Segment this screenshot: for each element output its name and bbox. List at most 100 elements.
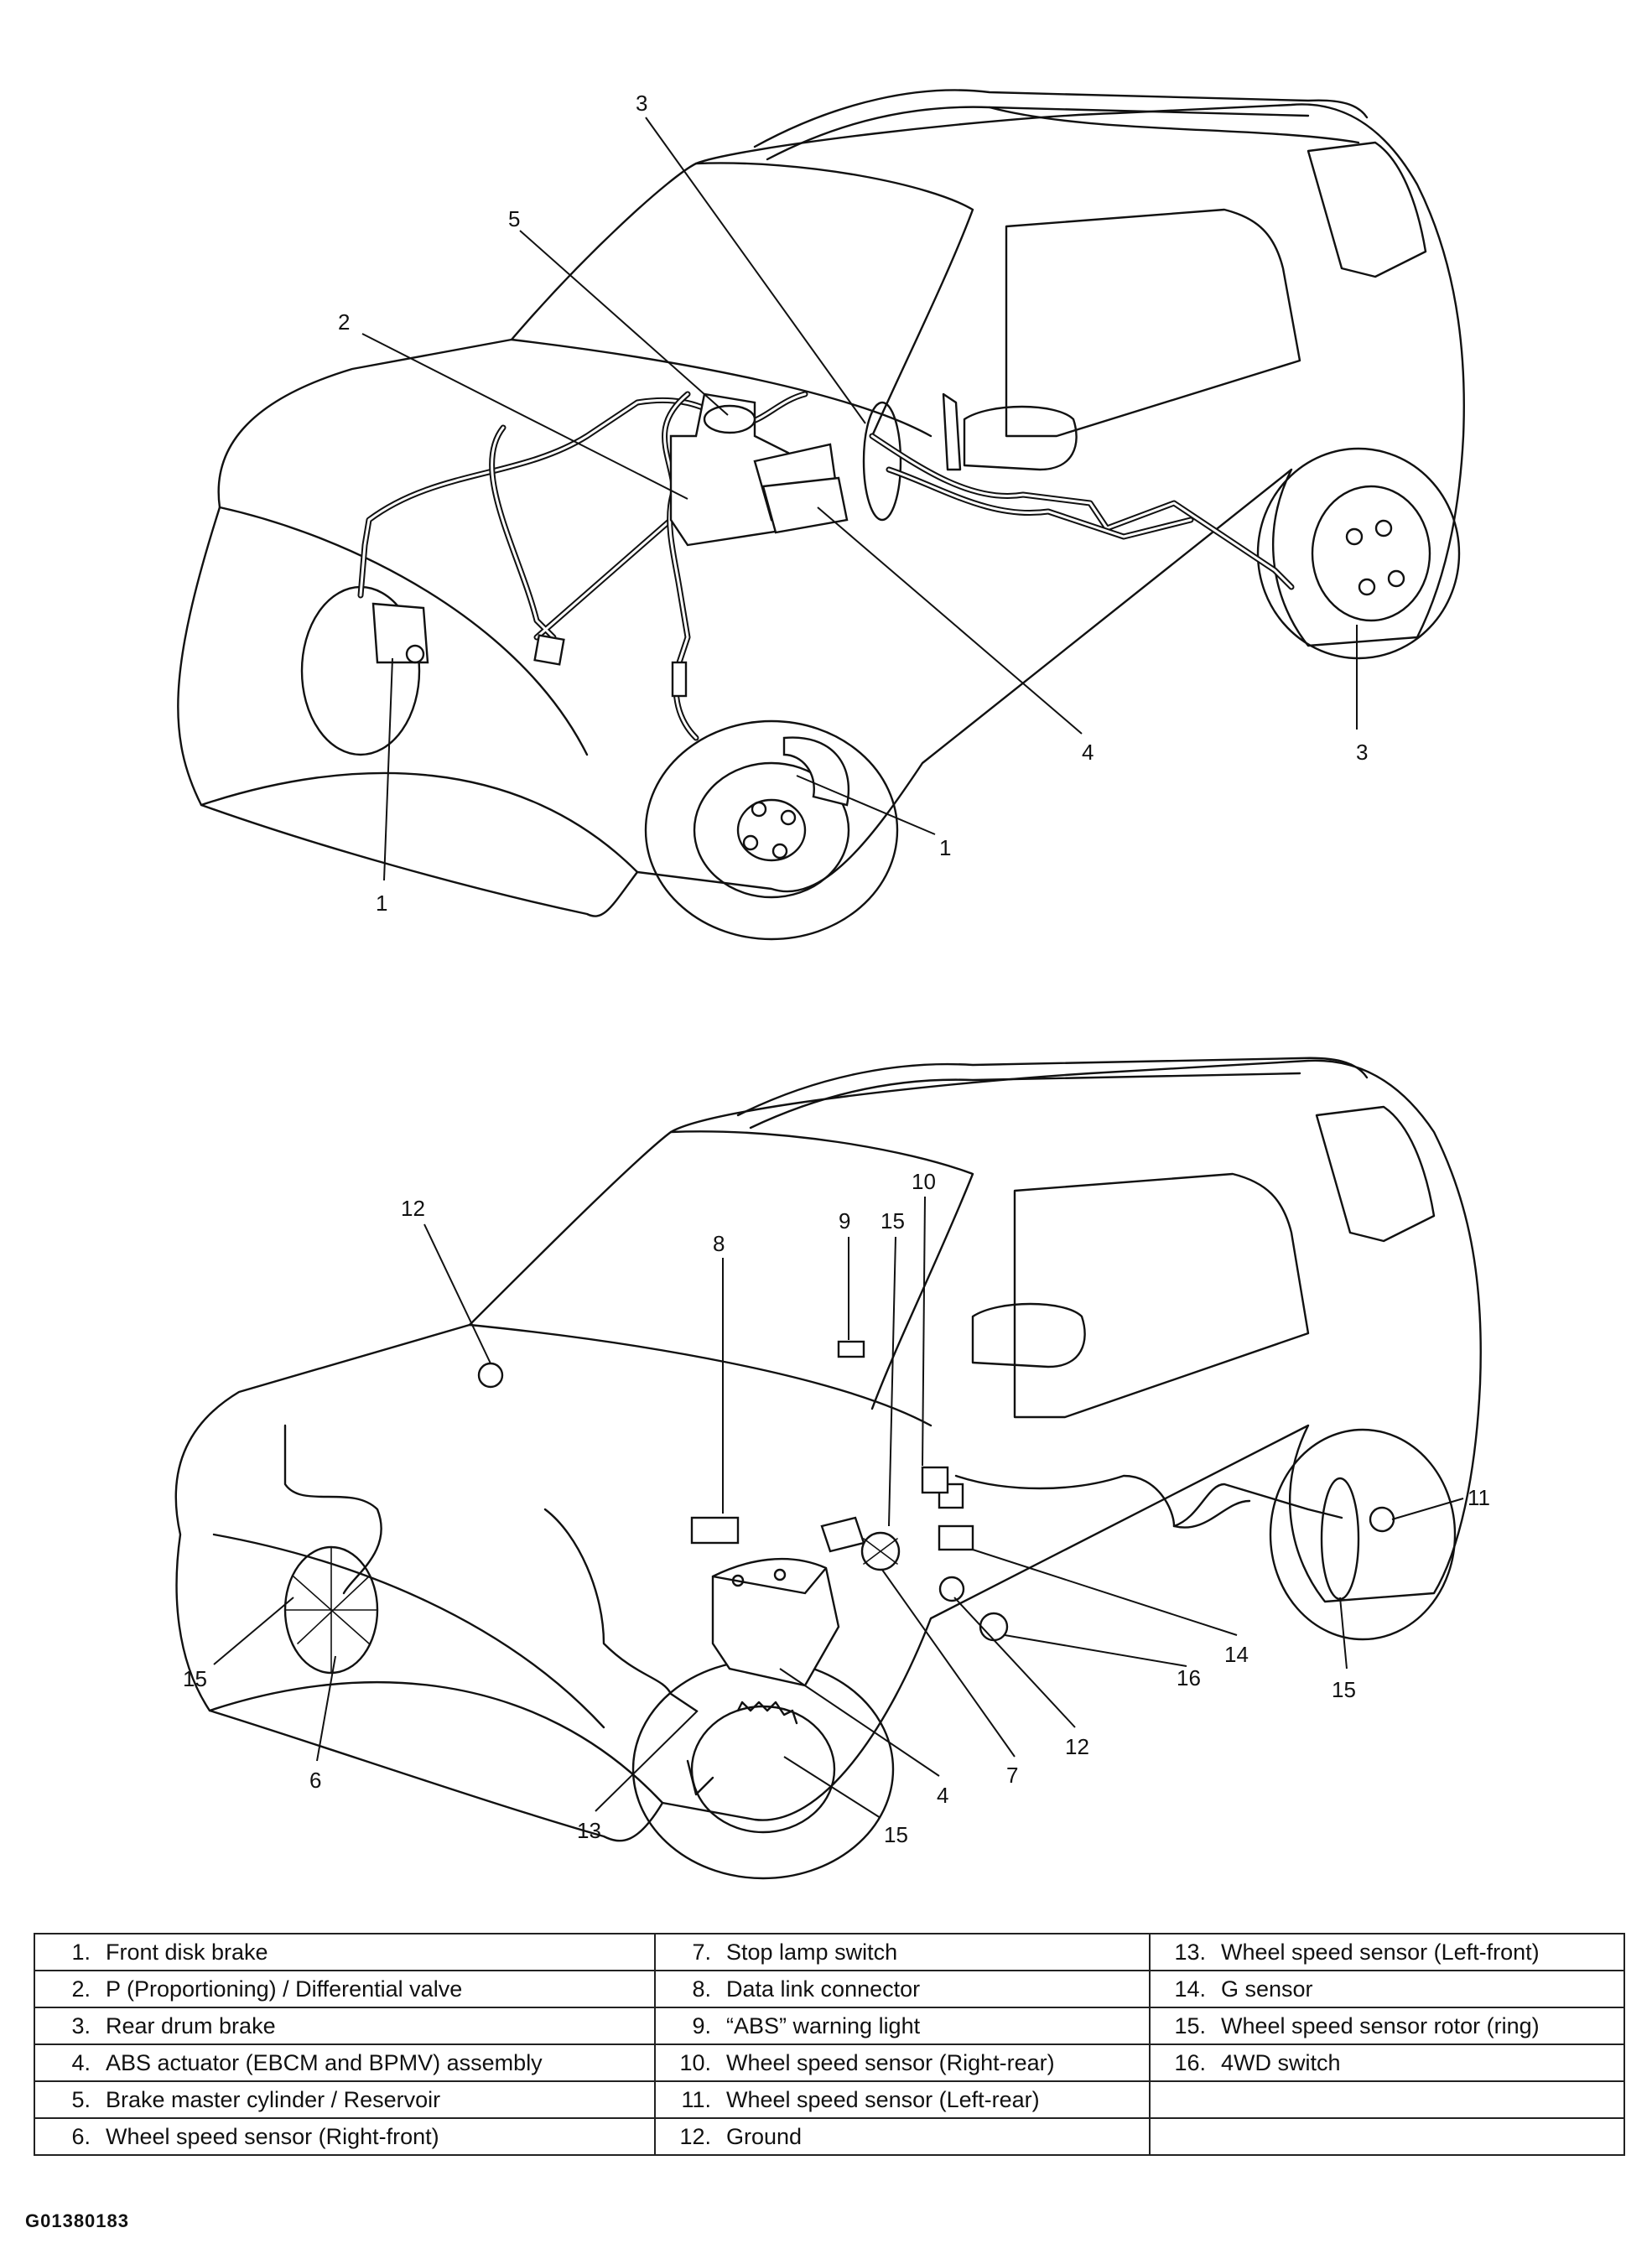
leader-bottom-12b xyxy=(953,1597,1076,1728)
leader-top-5 xyxy=(519,230,729,416)
legend-cell: 12. Ground xyxy=(654,2117,1151,2156)
legend-row: 1. Front disk brake 7. Stop lamp switch 13. W… xyxy=(34,1933,1625,1971)
callout-bottom-16: 16 xyxy=(1177,1665,1201,1690)
legend-text: Ground xyxy=(726,2123,803,2149)
legend-cell: 1. Front disk brake xyxy=(34,1933,656,1971)
callout-bottom-6: 6 xyxy=(309,1768,321,1793)
legend-text: ABS actuator (EBCM and BPMV) assembly xyxy=(106,2049,543,2075)
callout-bottom-15d: 15 xyxy=(183,1666,207,1691)
legend-body: 1. Front disk brake 7. Stop lamp switch 13. W… xyxy=(34,1933,1625,2156)
legend-number: 10. xyxy=(679,2049,711,2075)
legend-text: Wheel speed sensor (Left-rear) xyxy=(726,2086,1040,2112)
legend-cell: 14. G sensor xyxy=(1149,1970,1625,2008)
legend-cell: 4. ABS actuator (EBCM and BPMV) assembly xyxy=(34,2043,656,2082)
legend-cell: 3. Rear drum brake xyxy=(34,2007,656,2045)
callout-bottom-4: 4 xyxy=(937,1783,948,1808)
legend-text: Front disk brake xyxy=(106,1939,268,1965)
legend-number: 2. xyxy=(71,1976,91,2002)
callout-top-5: 5 xyxy=(508,206,520,231)
callout-bottom-7: 7 xyxy=(1006,1763,1018,1788)
data-link-connector-shape xyxy=(690,1516,740,1545)
callout-top-4: 4 xyxy=(1082,740,1094,765)
callout-bottom-15b: 15 xyxy=(1332,1677,1356,1702)
callout-bottom-12b: 12 xyxy=(1065,1734,1089,1759)
legend-number: 5. xyxy=(71,2086,91,2112)
legend-text: Wheel speed sensor rotor (ring) xyxy=(1221,2012,1540,2038)
legend-number: 11. xyxy=(681,2086,711,2112)
callout-bottom-15c: 15 xyxy=(884,1822,908,1847)
leader-bottom-16 xyxy=(1004,1634,1187,1667)
callout-top-3b: 3 xyxy=(1356,740,1368,765)
legend-number: 13. xyxy=(1174,1939,1206,1965)
callout-top-1b: 1 xyxy=(376,891,387,916)
leader-top-1a xyxy=(796,775,936,835)
top-callouts: 3 5 2 4 3 1 1 xyxy=(338,91,1368,916)
callout-bottom-11: 11 xyxy=(1468,1485,1490,1510)
callout-bottom-9: 9 xyxy=(839,1208,850,1233)
legend-text: Stop lamp switch xyxy=(726,1939,898,1965)
leader-bottom-15d xyxy=(213,1597,294,1665)
legend-cell: 15.Wheel speed sensor rotor (ring) xyxy=(1149,2007,1625,2045)
leader-bottom-12a xyxy=(423,1223,491,1364)
legend-row: 2. P (Proportioning) / Differential valve… xyxy=(34,1970,1625,2008)
legend-row: 6. Wheel speed sensor (Right-front) 12. Gro… xyxy=(34,2117,1625,2156)
legend-cell: 6. Wheel speed sensor (Right-front) xyxy=(34,2117,656,2156)
callout-top-2: 2 xyxy=(338,309,350,335)
leader-bottom-10 xyxy=(922,1196,926,1467)
legend-cell: 8.Data link connector xyxy=(654,1970,1151,2008)
legend-cell xyxy=(1149,2117,1625,2156)
legend-text: P (Proportioning) / Differential valve xyxy=(106,1976,463,2002)
leader-bottom-4 xyxy=(779,1668,940,1777)
bottom-callouts: 12 8 9 15 10 11 14 16 15 12 7 4 15 13 6 … xyxy=(183,1169,1490,1847)
callout-top-3a: 3 xyxy=(636,91,647,116)
legend-text: G sensor xyxy=(1221,1976,1313,2002)
legend-cell: 13. Wheel speed sensor (Left-front) xyxy=(1149,1933,1625,1971)
leader-bottom-14 xyxy=(972,1549,1238,1636)
bottom-vehicle-drawing xyxy=(174,1057,1482,1880)
legend-number: 3. xyxy=(71,2012,91,2038)
leader-top-3 xyxy=(645,117,866,424)
leader-top-1b xyxy=(383,657,393,881)
leader-bottom-7 xyxy=(881,1569,1016,1758)
legend-number: 14. xyxy=(1174,1976,1206,2002)
legend-number: 4. xyxy=(71,2049,91,2075)
callout-bottom-14: 14 xyxy=(1224,1642,1249,1667)
legend-number: 7. xyxy=(692,1939,711,1965)
legend-text: Wheel speed sensor (Right-front) xyxy=(106,2123,439,2149)
callout-bottom-8: 8 xyxy=(713,1231,725,1256)
leader-bottom-13 xyxy=(595,1710,699,1812)
abs-component-diagram: 3 5 2 4 3 1 1 xyxy=(174,89,1490,1880)
callout-bottom-10: 10 xyxy=(912,1169,936,1194)
legend-text: Data link connector xyxy=(726,1976,921,2002)
legend-text: “ABS” warning light xyxy=(726,2012,921,2038)
figure-code: G01380183 xyxy=(25,2210,129,2231)
legend-number: 9. xyxy=(692,2012,711,2038)
legend-row: 4. ABS actuator (EBCM and BPMV) assembly 1… xyxy=(34,2043,1625,2082)
callout-bottom-15a: 15 xyxy=(881,1208,905,1233)
callout-bottom-12a: 12 xyxy=(401,1196,425,1221)
legend-text: Wheel speed sensor (Left-front) xyxy=(1221,1939,1540,1965)
top-vehicle-drawing xyxy=(177,89,1465,941)
leader-top-2 xyxy=(361,333,688,500)
legend-cell: 5. Brake master cylinder / Reservoir xyxy=(34,2080,656,2119)
legend-cell: 16. 4WD switch xyxy=(1149,2043,1625,2082)
legend-text: Wheel speed sensor (Right-rear) xyxy=(726,2049,1055,2075)
leader-top-4 xyxy=(817,506,1083,735)
legend-cell: 10. Wheel speed sensor (Right-rear) xyxy=(654,2043,1151,2082)
leader-bottom-15b xyxy=(1339,1597,1348,1670)
legend-row: 5. Brake master cylinder / Reservoir 11. Wh… xyxy=(34,2080,1625,2119)
callout-top-1a: 1 xyxy=(939,835,951,860)
callout-bottom-13: 13 xyxy=(577,1818,601,1843)
legend-row: 3. Rear drum brake 9. “ABS” warning light 15… xyxy=(34,2007,1625,2045)
leader-bottom-11 xyxy=(1391,1498,1464,1520)
legend-number: 6. xyxy=(71,2123,91,2149)
legend-text: Rear drum brake xyxy=(106,2012,276,2038)
leader-bottom-15c xyxy=(783,1756,881,1819)
legend-number: 12. xyxy=(679,2123,711,2149)
legend-cell: 9. “ABS” warning light xyxy=(654,2007,1151,2045)
legend-text: 4WD switch xyxy=(1221,2049,1341,2075)
leader-bottom-15a xyxy=(888,1236,896,1527)
legend-number: 1. xyxy=(71,1939,91,1965)
legend-text: Brake master cylinder / Reservoir xyxy=(106,2086,441,2112)
legend-number: 16. xyxy=(1174,2049,1206,2075)
